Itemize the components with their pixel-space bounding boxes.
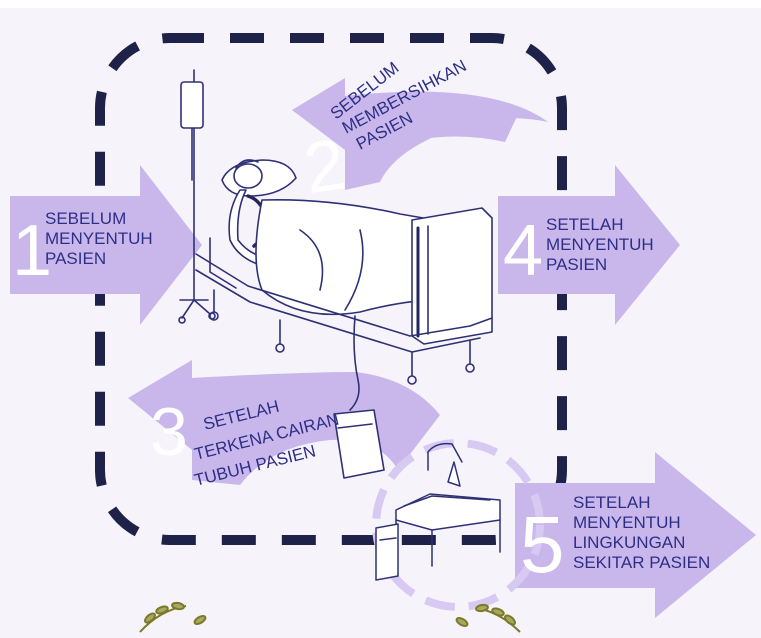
moment-4-label-line: PASIEN [546, 255, 607, 274]
moment-5-label-line: LINGKUNGAN [573, 533, 685, 552]
moment-4-label-line: SETELAH [546, 215, 623, 234]
moment-1-label-line: SEBELUM [45, 209, 126, 228]
decorative-leaves-left [140, 602, 207, 632]
moment-5-label-line: SETELAH [573, 493, 650, 512]
moment-3-number: 3 [150, 394, 188, 470]
moment-5-label-line: SEKITAR PASIEN [573, 553, 710, 572]
top-strip [0, 0, 761, 8]
moment-1-label-line: PASIEN [45, 249, 106, 268]
moment-5-number: 5 [520, 500, 565, 589]
decorative-leaves-right [455, 604, 520, 632]
moment-5-label-line: MENYENTUH [573, 513, 681, 532]
moment-1-label-line: MENYENTUH [45, 229, 153, 248]
moment-4-label-line: MENYENTUH [546, 235, 654, 254]
moment-4-number: 4 [503, 211, 543, 291]
